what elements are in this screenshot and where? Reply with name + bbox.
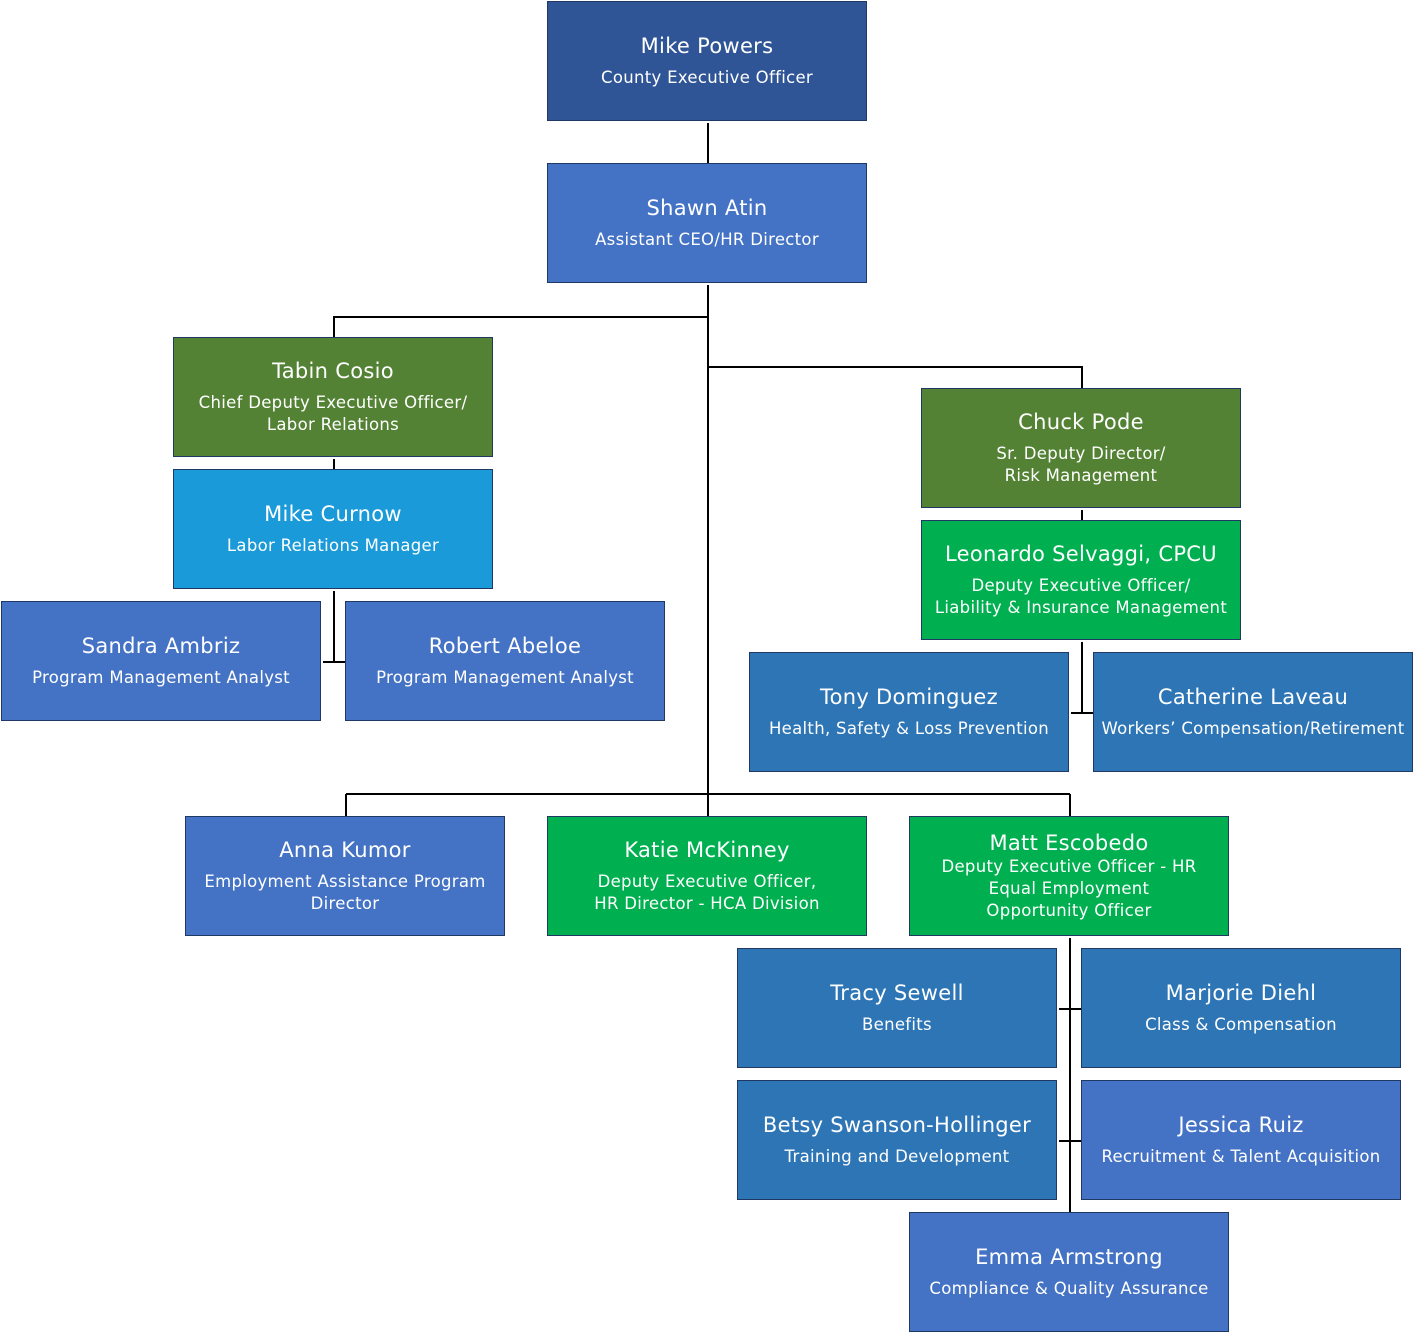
node-name: Matt Escobedo: [989, 831, 1149, 855]
node-name: Tony Dominguez: [820, 685, 998, 709]
node-title: Recruitment & Talent Acquisition: [1101, 1147, 1381, 1166]
node-jessica-ruiz: Jessica Ruiz Recruitment & Talent Acquis…: [1081, 1080, 1401, 1200]
node-anna-kumor: Anna Kumor Employment Assistance Program…: [185, 816, 505, 936]
node-name: Emma Armstrong: [975, 1245, 1163, 1269]
node-title: Employment Assistance Program Director: [204, 872, 486, 913]
node-name: Tracy Sewell: [830, 981, 964, 1005]
node-name: Jessica Ruiz: [1178, 1113, 1304, 1137]
node-tracy-sewell: Tracy Sewell Benefits: [737, 948, 1057, 1068]
node-robert-abeloe: Robert Abeloe Program Management Analyst: [345, 601, 665, 721]
node-marjorie-diehl: Marjorie Diehl Class & Compensation: [1081, 948, 1401, 1068]
node-matt-escobedo: Matt Escobedo Deputy Executive Officer -…: [909, 816, 1229, 936]
node-sandra-ambriz: Sandra Ambriz Program Management Analyst: [1, 601, 321, 721]
node-title: Chief Deputy Executive Officer/ Labor Re…: [198, 393, 468, 434]
node-chuck-pode: Chuck Pode Sr. Deputy Director/ Risk Man…: [921, 388, 1241, 508]
node-title: Deputy Executive Officer - HR Equal Empl…: [941, 857, 1197, 920]
node-catherine-laveau: Catherine Laveau Workers’ Compensation/R…: [1093, 652, 1413, 772]
node-title: Deputy Executive Officer, HR Director - …: [594, 872, 820, 913]
node-title: Assistant CEO/HR Director: [595, 230, 819, 249]
node-title: Labor Relations Manager: [226, 536, 440, 555]
node-name: Marjorie Diehl: [1165, 981, 1317, 1005]
node-katie-mckinney: Katie McKinney Deputy Executive Officer,…: [547, 816, 867, 936]
node-tabin-cosio: Tabin Cosio Chief Deputy Executive Offic…: [173, 337, 493, 457]
node-name: Chuck Pode: [1018, 410, 1144, 434]
node-name: Catherine Laveau: [1157, 685, 1349, 709]
node-title: Training and Development: [784, 1147, 1010, 1166]
node-name: Shawn Atin: [646, 196, 768, 220]
node-name: Mike Powers: [640, 34, 774, 58]
node-leonardo-selvaggi: Leonardo Selvaggi, CPCU Deputy Executive…: [921, 520, 1241, 640]
node-title: Workers’ Compensation/Retirement: [1101, 719, 1405, 738]
node-emma-armstrong: Emma Armstrong Compliance & Quality Assu…: [909, 1212, 1229, 1332]
node-title: Benefits: [862, 1015, 932, 1034]
node-name: Betsy Swanson-Hollinger: [762, 1113, 1032, 1137]
node-title: Health, Safety & Loss Prevention: [768, 719, 1050, 738]
node-mike-curnow: Mike Curnow Labor Relations Manager: [173, 469, 493, 589]
connector-atin-cosio: [333, 316, 708, 337]
node-tony-dominguez: Tony Dominguez Health, Safety & Loss Pre…: [749, 652, 1069, 772]
node-name: Mike Curnow: [264, 502, 402, 526]
node-name: Tabin Cosio: [272, 359, 394, 383]
node-title: Sr. Deputy Director/ Risk Management: [996, 444, 1166, 485]
node-name: Anna Kumor: [279, 838, 411, 862]
node-title: Deputy Executive Officer/ Liability & In…: [934, 576, 1228, 617]
node-title: Class & Compensation: [1145, 1015, 1337, 1034]
node-name: Robert Abeloe: [428, 634, 582, 658]
node-title: Program Management Analyst: [32, 668, 290, 687]
node-title: Compliance & Quality Assurance: [929, 1279, 1209, 1298]
node-name: Katie McKinney: [624, 838, 790, 862]
node-title: County Executive Officer: [601, 68, 813, 87]
node-shawn-atin: Shawn Atin Assistant CEO/HR Director: [547, 163, 867, 283]
node-name: Sandra Ambriz: [81, 634, 241, 658]
node-name: Leonardo Selvaggi, CPCU: [945, 542, 1217, 566]
node-title: Program Management Analyst: [376, 668, 634, 687]
node-betsy-swanson-hollinger: Betsy Swanson-Hollinger Training and Dev…: [737, 1080, 1057, 1200]
node-mike-powers: Mike Powers County Executive Officer: [547, 1, 867, 121]
connector-atin-pode: [708, 366, 1083, 388]
